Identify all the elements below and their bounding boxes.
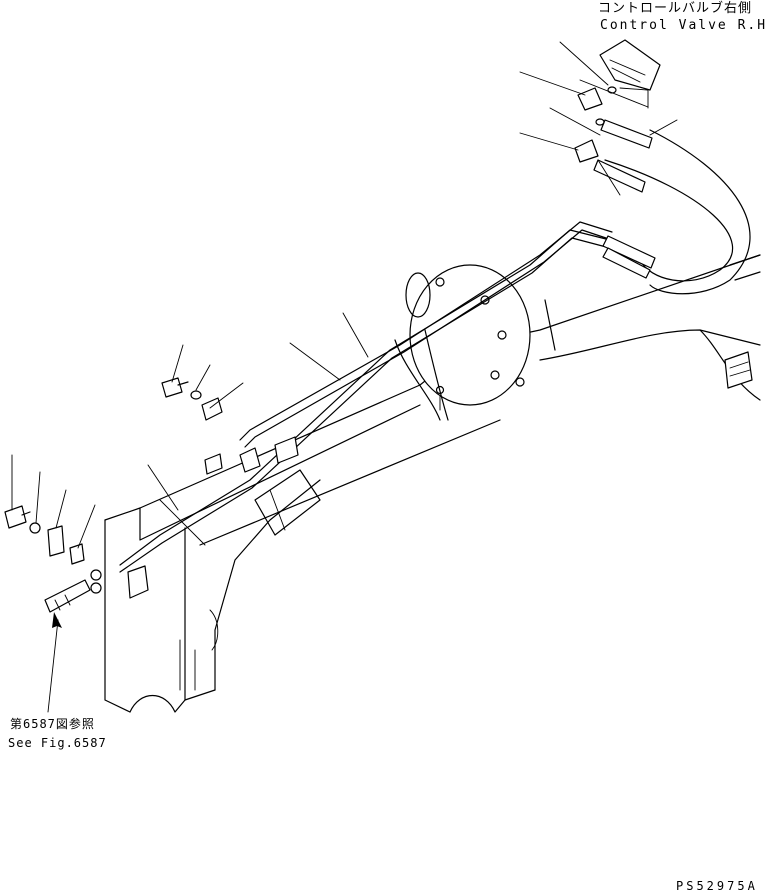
control-valve-label-jp: コントロールバルブ右側	[598, 1, 753, 16]
axle-housing	[104, 254, 761, 713]
axle-flange	[405, 264, 531, 406]
hoses	[593, 119, 751, 295]
hardware-parts	[4, 377, 223, 613]
tube-clamps	[127, 329, 449, 599]
see-figure-label-en: See Fig.6587	[8, 736, 107, 750]
drawing-code: PS52975A	[676, 879, 758, 893]
elbow-fittings	[239, 87, 603, 473]
control-valve-label-en: Control Valve R.H.	[600, 18, 765, 33]
see-figure-label-jp: 第6587図参照	[10, 717, 95, 731]
hydraulic-tubes	[119, 221, 613, 573]
right-mount	[724, 254, 761, 389]
control-valve	[595, 39, 661, 126]
leader-lines	[11, 41, 678, 713]
